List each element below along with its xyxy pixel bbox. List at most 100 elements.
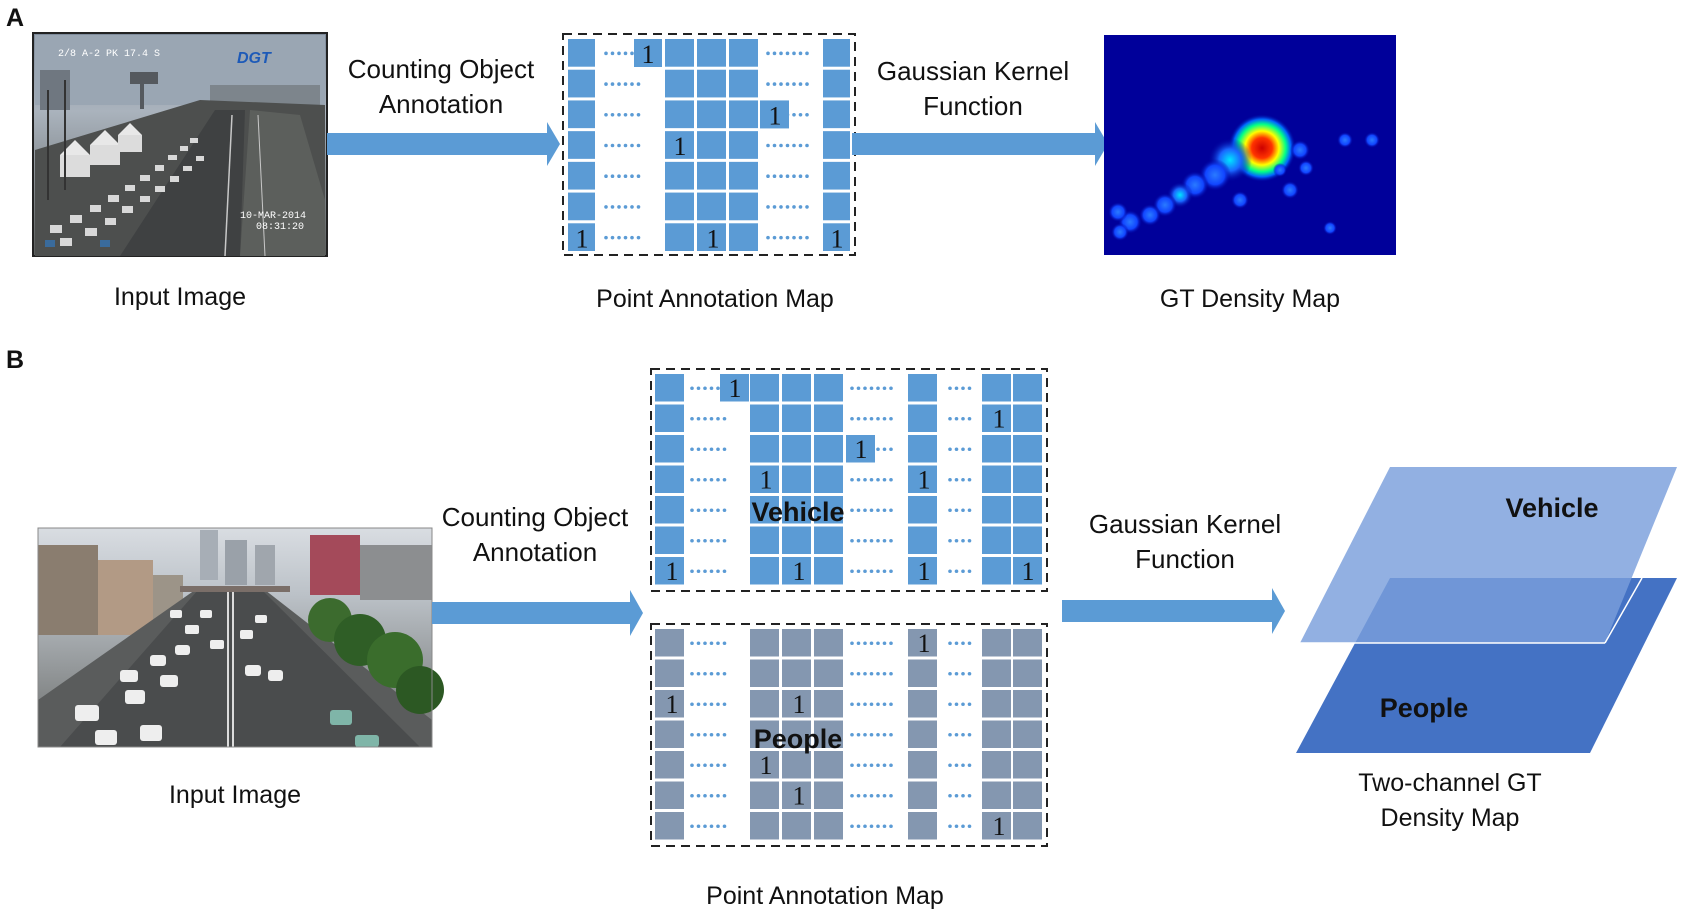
grid-cell [750, 720, 779, 748]
grid-cell [655, 496, 684, 524]
grid-cell [982, 465, 1011, 493]
grid-cell [782, 659, 811, 687]
grid-cell [568, 223, 595, 251]
layer-people-label: People [1380, 693, 1469, 723]
grid-cell [750, 404, 779, 432]
grid-cell [982, 629, 1011, 657]
grid-cell [823, 192, 850, 221]
grid-cell [814, 781, 843, 809]
grid-cell [982, 751, 1011, 779]
grid-cell [823, 131, 850, 159]
grid-cell [782, 557, 811, 585]
grid-cell [982, 720, 1011, 748]
annotation-marker: 1 [769, 101, 782, 130]
grid-cell [782, 496, 811, 524]
grid-cell [814, 720, 843, 748]
grid-cell [908, 781, 937, 809]
grid-cell [665, 39, 694, 67]
grid-cell [782, 690, 811, 718]
grid-cell [655, 690, 684, 718]
grid-cell [568, 39, 595, 67]
grid-cell [782, 781, 811, 809]
grid-cell [814, 374, 843, 402]
grid-cell [782, 720, 811, 748]
grid-cell [908, 720, 937, 748]
grid-cell [823, 161, 850, 190]
arrow-a2-label-line2: Function [923, 91, 1023, 121]
grid-cell [782, 526, 811, 554]
grid-cell [568, 192, 595, 221]
annotation-marker: 1 [993, 405, 1006, 434]
grid-cell [814, 659, 843, 687]
point-map-a-caption: Point Annotation Map [596, 285, 834, 313]
grid-cell [846, 435, 875, 463]
input-a-date: 10-MAR-2014 [240, 211, 306, 222]
grid-cell [697, 131, 726, 159]
grid-cell [665, 161, 694, 190]
grid-cell [568, 131, 595, 159]
grid-cell [1013, 690, 1042, 718]
grid-cell [697, 100, 726, 129]
grid-cell [782, 812, 811, 840]
grid-cell [1013, 496, 1042, 524]
grid-cell [1013, 659, 1042, 687]
grid-cell [814, 812, 843, 840]
panel-letter-a: A [6, 4, 25, 32]
arrow-a1-label-line1: Counting Object [347, 54, 535, 84]
grid-cell [1013, 435, 1042, 463]
grid-cell [750, 751, 779, 779]
grid-cell [750, 465, 779, 493]
grid-cell [982, 404, 1011, 432]
grid-cell [655, 465, 684, 493]
grid-cell [750, 812, 779, 840]
layer-vehicle [1300, 467, 1677, 643]
annotation-marker: 1 [993, 812, 1006, 841]
annotation-marker: 1 [729, 374, 742, 403]
grid-cell [655, 629, 684, 657]
arrow-a2 [852, 122, 1108, 166]
grid-cell [982, 659, 1011, 687]
annotation-marker: 1 [793, 782, 806, 811]
grid-cell [982, 781, 1011, 809]
grid-cell [697, 223, 726, 251]
grid-cell [655, 781, 684, 809]
density-map-b-caption-line2: Density Map [1380, 804, 1520, 832]
arrow-a1-label: Counting Object Annotation [331, 52, 551, 122]
grid-cell [568, 69, 595, 98]
grid-cell [1013, 526, 1042, 554]
grid-cell [655, 435, 684, 463]
grid-cell [814, 751, 843, 779]
layer-vehicle-label: Vehicle [1505, 493, 1598, 523]
grid-cell [782, 751, 811, 779]
grid-cell [814, 526, 843, 554]
density-map-b-caption-line1: Two-channel GT [1358, 769, 1542, 797]
grid-cell [1013, 629, 1042, 657]
grid-cell [814, 404, 843, 432]
grid-cell [655, 659, 684, 687]
grid-cell [823, 39, 850, 67]
arrow-b2-label: Gaussian Kernel Function [1070, 507, 1300, 577]
grid-cell [750, 435, 779, 463]
panel-letter-b: B [6, 346, 25, 374]
grid-cell [908, 374, 937, 402]
point-map-b-caption: Point Annotation Map [706, 882, 944, 910]
grid-cell [782, 629, 811, 657]
grid-cell [782, 435, 811, 463]
input-a-time: 08:31:20 [256, 222, 304, 233]
grid-cell [982, 557, 1011, 585]
grid-cell [908, 751, 937, 779]
arrow-b1 [432, 590, 643, 636]
grid-cell [908, 435, 937, 463]
arrow-b2-label-line2: Function [1135, 544, 1235, 574]
annotation-marker: 1 [666, 557, 679, 586]
grid-cell [1013, 781, 1042, 809]
grid-cell [655, 374, 684, 402]
grid-cell [655, 751, 684, 779]
grid-cell [729, 39, 758, 67]
grid-cell [655, 557, 684, 585]
grid-cell [697, 69, 726, 98]
grid-cell [665, 192, 694, 221]
annotation-marker: 1 [760, 751, 773, 780]
grid-cell [720, 374, 749, 402]
